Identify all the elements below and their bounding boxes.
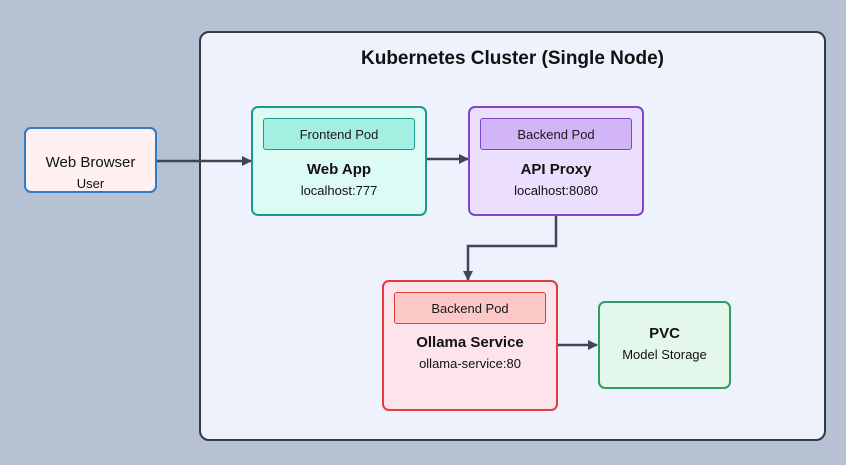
api-proxy-pod-tag: Backend Pod — [480, 118, 632, 150]
web-browser-title: Web Browser — [45, 154, 136, 171]
ollama-service-address: ollama-service:80 — [419, 356, 521, 371]
api-proxy-pod: Backend Pod API Proxy localhost:8080 — [468, 106, 644, 216]
api-proxy-address: localhost:8080 — [514, 183, 598, 198]
frontend-pod: Frontend Pod Web App localhost:777 — [251, 106, 427, 216]
ollama-service-pod: Backend Pod Ollama Service ollama-servic… — [382, 280, 558, 411]
pvc-node: PVC Model Storage — [598, 301, 731, 389]
pvc-subtitle: Model Storage — [622, 347, 707, 362]
ollama-service-title: Ollama Service — [416, 334, 524, 351]
pvc-title: PVC — [649, 325, 680, 342]
arrow-api-to-ollama — [463, 216, 558, 281]
web-browser-subtitle: User — [76, 176, 105, 191]
ollama-pod-tag: Backend Pod — [394, 292, 546, 324]
web-app-address: localhost:777 — [300, 183, 378, 198]
api-proxy-title: API Proxy — [520, 161, 592, 178]
frontend-pod-tag: Frontend Pod — [263, 118, 415, 150]
cluster-title: Kubernetes Cluster (Single Node) — [361, 48, 664, 69]
web-browser-node: Web Browser User — [24, 127, 157, 193]
web-app-title: Web App — [306, 161, 372, 178]
